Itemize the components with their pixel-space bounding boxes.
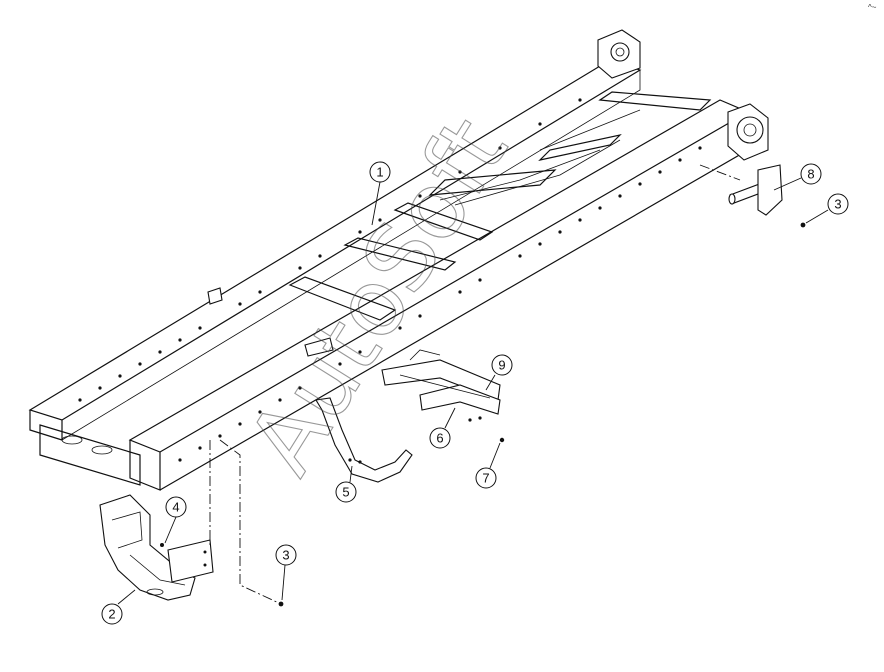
assembly-line-rear <box>699 164 741 181</box>
svg-text:5: 5 <box>342 485 349 500</box>
svg-text:3: 3 <box>282 548 289 563</box>
callout-4: 4 <box>164 496 187 544</box>
assembly-line-right <box>219 439 282 605</box>
chassis-frame <box>28 29 769 491</box>
svg-text:2: 2 <box>108 607 115 622</box>
callout-8: 8 <box>773 163 822 191</box>
rail-holes <box>78 98 702 462</box>
rear-left-bracket <box>597 29 641 79</box>
part-5-support <box>315 397 413 483</box>
callout-6: 6 <box>429 407 456 449</box>
callout-1: 1 <box>369 161 391 226</box>
callout-5: 5 <box>335 465 357 503</box>
part-4-plate <box>160 539 214 583</box>
svg-text:9: 9 <box>498 358 505 373</box>
svg-text:8: 8 <box>807 167 814 182</box>
svg-text:3: 3 <box>834 197 841 212</box>
callout-3-upper: 3 <box>805 193 849 224</box>
callout-3-lower: 3 <box>275 544 297 601</box>
rear-right-bracket <box>727 103 769 161</box>
part-6-9-assembly <box>381 349 501 422</box>
part-7-bolt <box>499 437 505 443</box>
svg-text:7: 7 <box>482 471 489 486</box>
svg-text:4: 4 <box>172 500 179 515</box>
part-3-bolt-upper <box>800 222 806 228</box>
part-8-pin <box>728 164 783 216</box>
watermark: AutoSoft <box>228 100 528 492</box>
callout-7: 7 <box>475 442 501 489</box>
corner-mark: ^~ <box>868 3 877 12</box>
svg-text:6: 6 <box>436 431 443 446</box>
callout-2: 2 <box>101 589 136 625</box>
callout-9: 9 <box>485 354 513 391</box>
svg-text:1: 1 <box>376 165 383 180</box>
